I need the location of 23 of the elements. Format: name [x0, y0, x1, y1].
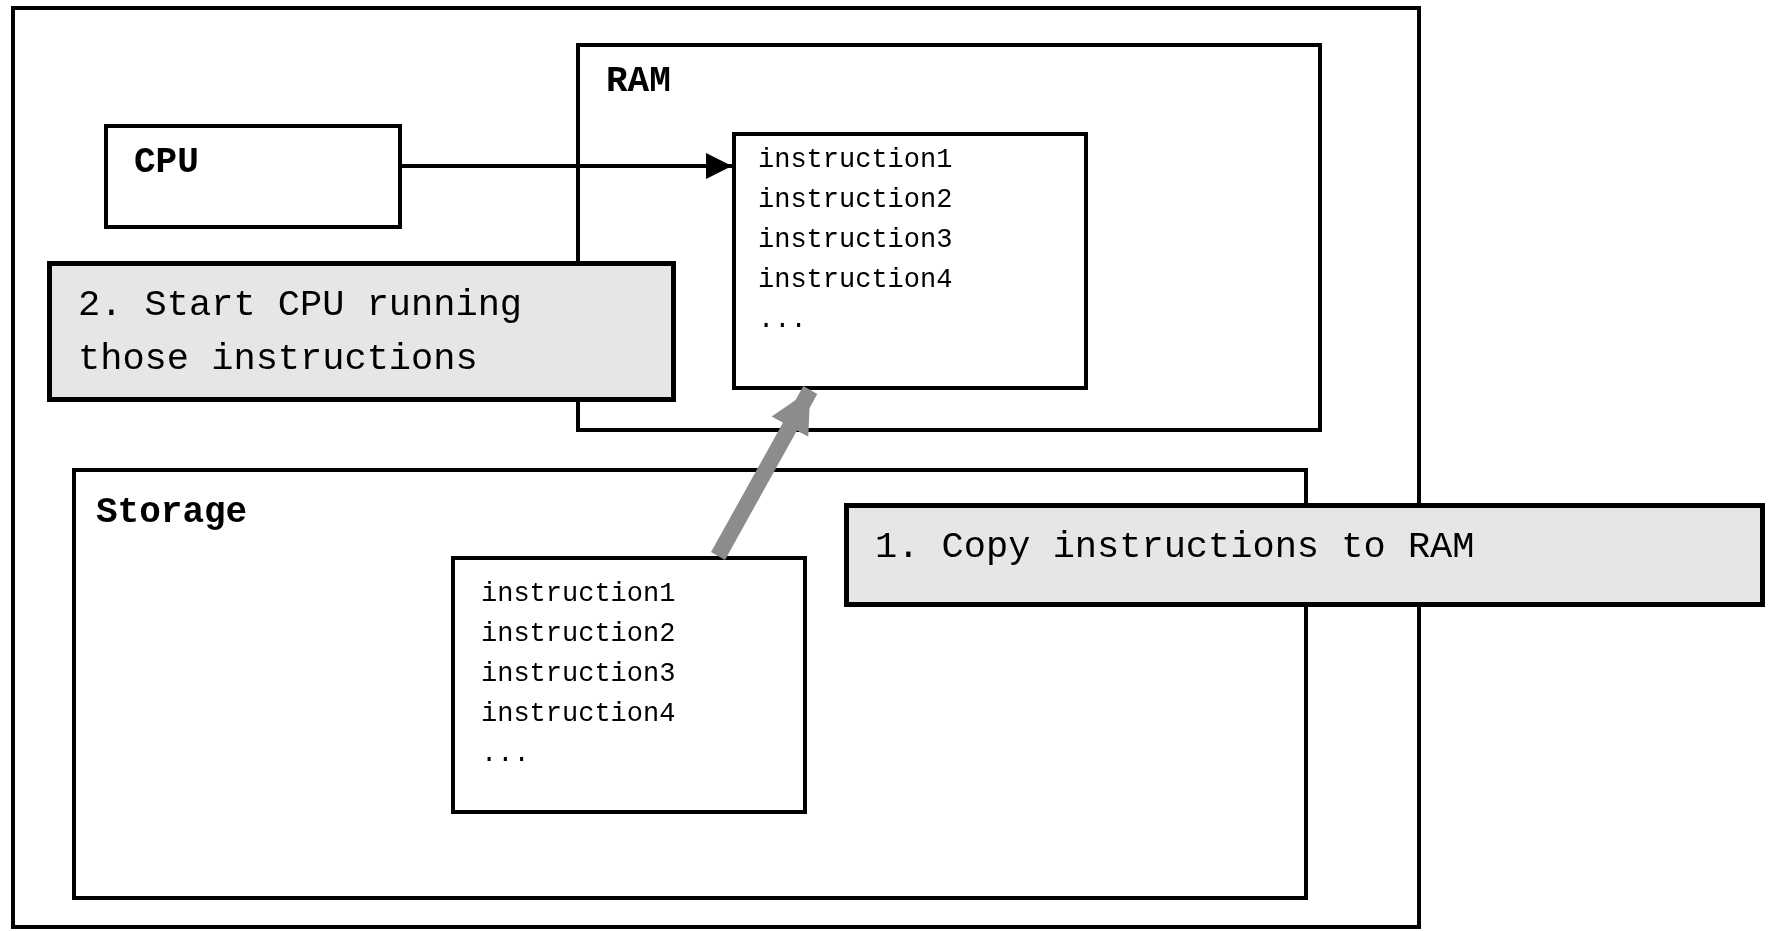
instruction-text: ...	[481, 738, 531, 771]
file-box	[451, 556, 807, 814]
instruction-text: instruction1	[481, 578, 676, 611]
note-box	[47, 261, 676, 402]
processor-box	[104, 124, 402, 229]
note-text: 2. Start CPU running those instructions	[78, 283, 524, 382]
heading: Storage	[96, 492, 248, 533]
instruction-list-box	[732, 132, 1088, 390]
heading: CPU	[134, 142, 199, 183]
instruction-text: instruction2	[481, 618, 676, 651]
arrow	[711, 386, 818, 560]
memory-box	[576, 43, 1322, 432]
instruction-text: instruction3	[758, 224, 953, 257]
instruction-text: ...	[758, 304, 808, 337]
instruction-text: instruction4	[758, 264, 953, 297]
instruction-text: instruction4	[481, 698, 676, 731]
note-box	[844, 503, 1765, 607]
arrow	[402, 153, 732, 179]
instruction-text: instruction1	[758, 144, 953, 177]
note-text: 1. Copy instructions to RAM	[875, 525, 1476, 570]
heading: RAM	[606, 61, 671, 102]
instruction-text: instruction2	[758, 184, 953, 217]
instruction-text: instruction3	[481, 658, 676, 691]
